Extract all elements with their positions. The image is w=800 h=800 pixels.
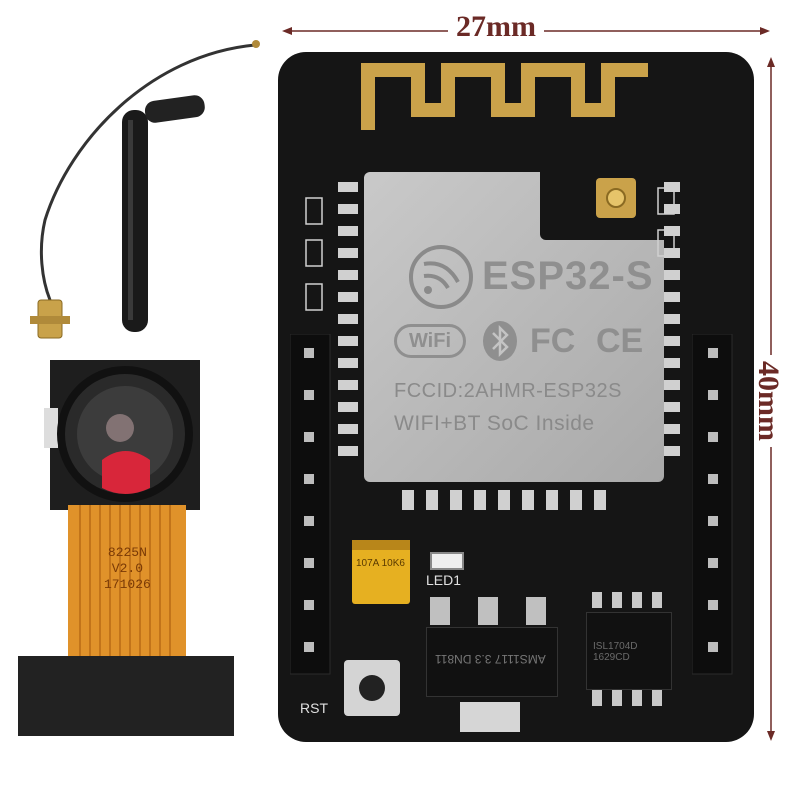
height-label: 40mm xyxy=(750,355,785,447)
esp32-cam-board: ESP32-S WiFi FC CE FCCID:2AHMR-ESP32S WI… xyxy=(278,52,754,742)
shield-cutout xyxy=(540,172,664,240)
antenna-assembly xyxy=(30,40,260,339)
led-label: LED1 xyxy=(426,572,462,588)
esp32-s-shield: ESP32-S WiFi FC CE FCCID:2AHMR-ESP32S WI… xyxy=(364,172,664,482)
smd-components-left xyxy=(305,197,323,311)
ufl-connector xyxy=(252,40,260,48)
left-pin-header xyxy=(290,334,331,675)
reset-button-cap[interactable] xyxy=(359,675,385,701)
smd-components-right xyxy=(657,187,675,257)
camera-side-tab xyxy=(44,408,58,448)
psram-pins xyxy=(592,592,662,706)
flex-text-line: V2.0 xyxy=(111,561,144,576)
reset-button[interactable] xyxy=(344,660,400,716)
flex-text-line: 171026 xyxy=(104,577,151,592)
tantalum-capacitor: 107A 10K6 xyxy=(352,540,410,604)
camera-module xyxy=(44,360,200,510)
psram-marking: ISL1704D 1629CD xyxy=(593,641,638,663)
ce-logo-icon: CE xyxy=(596,322,644,360)
regulator-pins xyxy=(430,597,550,627)
ufl-socket-icon xyxy=(596,178,636,218)
led1-icon xyxy=(430,552,464,570)
antenna-cable xyxy=(39,43,256,301)
bluetooth-icon xyxy=(483,321,517,361)
psram-chip: ISL1704D 1629CD xyxy=(586,612,672,690)
camera-connector-stiffener xyxy=(18,656,234,736)
reset-label: RST xyxy=(300,700,328,716)
ams1117-regulator: AMS1117 3.3 DN811 xyxy=(426,627,558,697)
antenna-icon xyxy=(122,95,205,332)
camera-lens-icon xyxy=(57,366,193,502)
soc-tagline: WIFI+BT SoC Inside xyxy=(394,412,595,435)
flex-traces xyxy=(79,505,171,665)
flex-text-line: 8225N xyxy=(107,545,147,560)
regulator-marking: AMS1117 3.3 DN811 xyxy=(435,652,546,666)
capacitor-marking: 107A 10K6 xyxy=(356,558,405,569)
module-pads xyxy=(338,182,680,510)
espressif-logo-icon xyxy=(409,245,473,309)
pcb-antenna-icon xyxy=(361,63,648,130)
flex-print: 8225N V2.0 171026 xyxy=(104,545,151,593)
width-label: 27mm xyxy=(448,10,544,44)
fccid-text: FCCID:2AHMR-ESP32S xyxy=(394,380,622,402)
wifi-logo-icon: WiFi xyxy=(394,324,466,358)
camera-flex-cable: 8225N V2.0 171026 xyxy=(68,505,186,665)
module-brand: ESP32-S xyxy=(482,254,654,298)
regulator-tab xyxy=(460,702,520,732)
right-pin-header xyxy=(692,334,733,675)
fcc-logo-icon: FC xyxy=(530,322,576,360)
